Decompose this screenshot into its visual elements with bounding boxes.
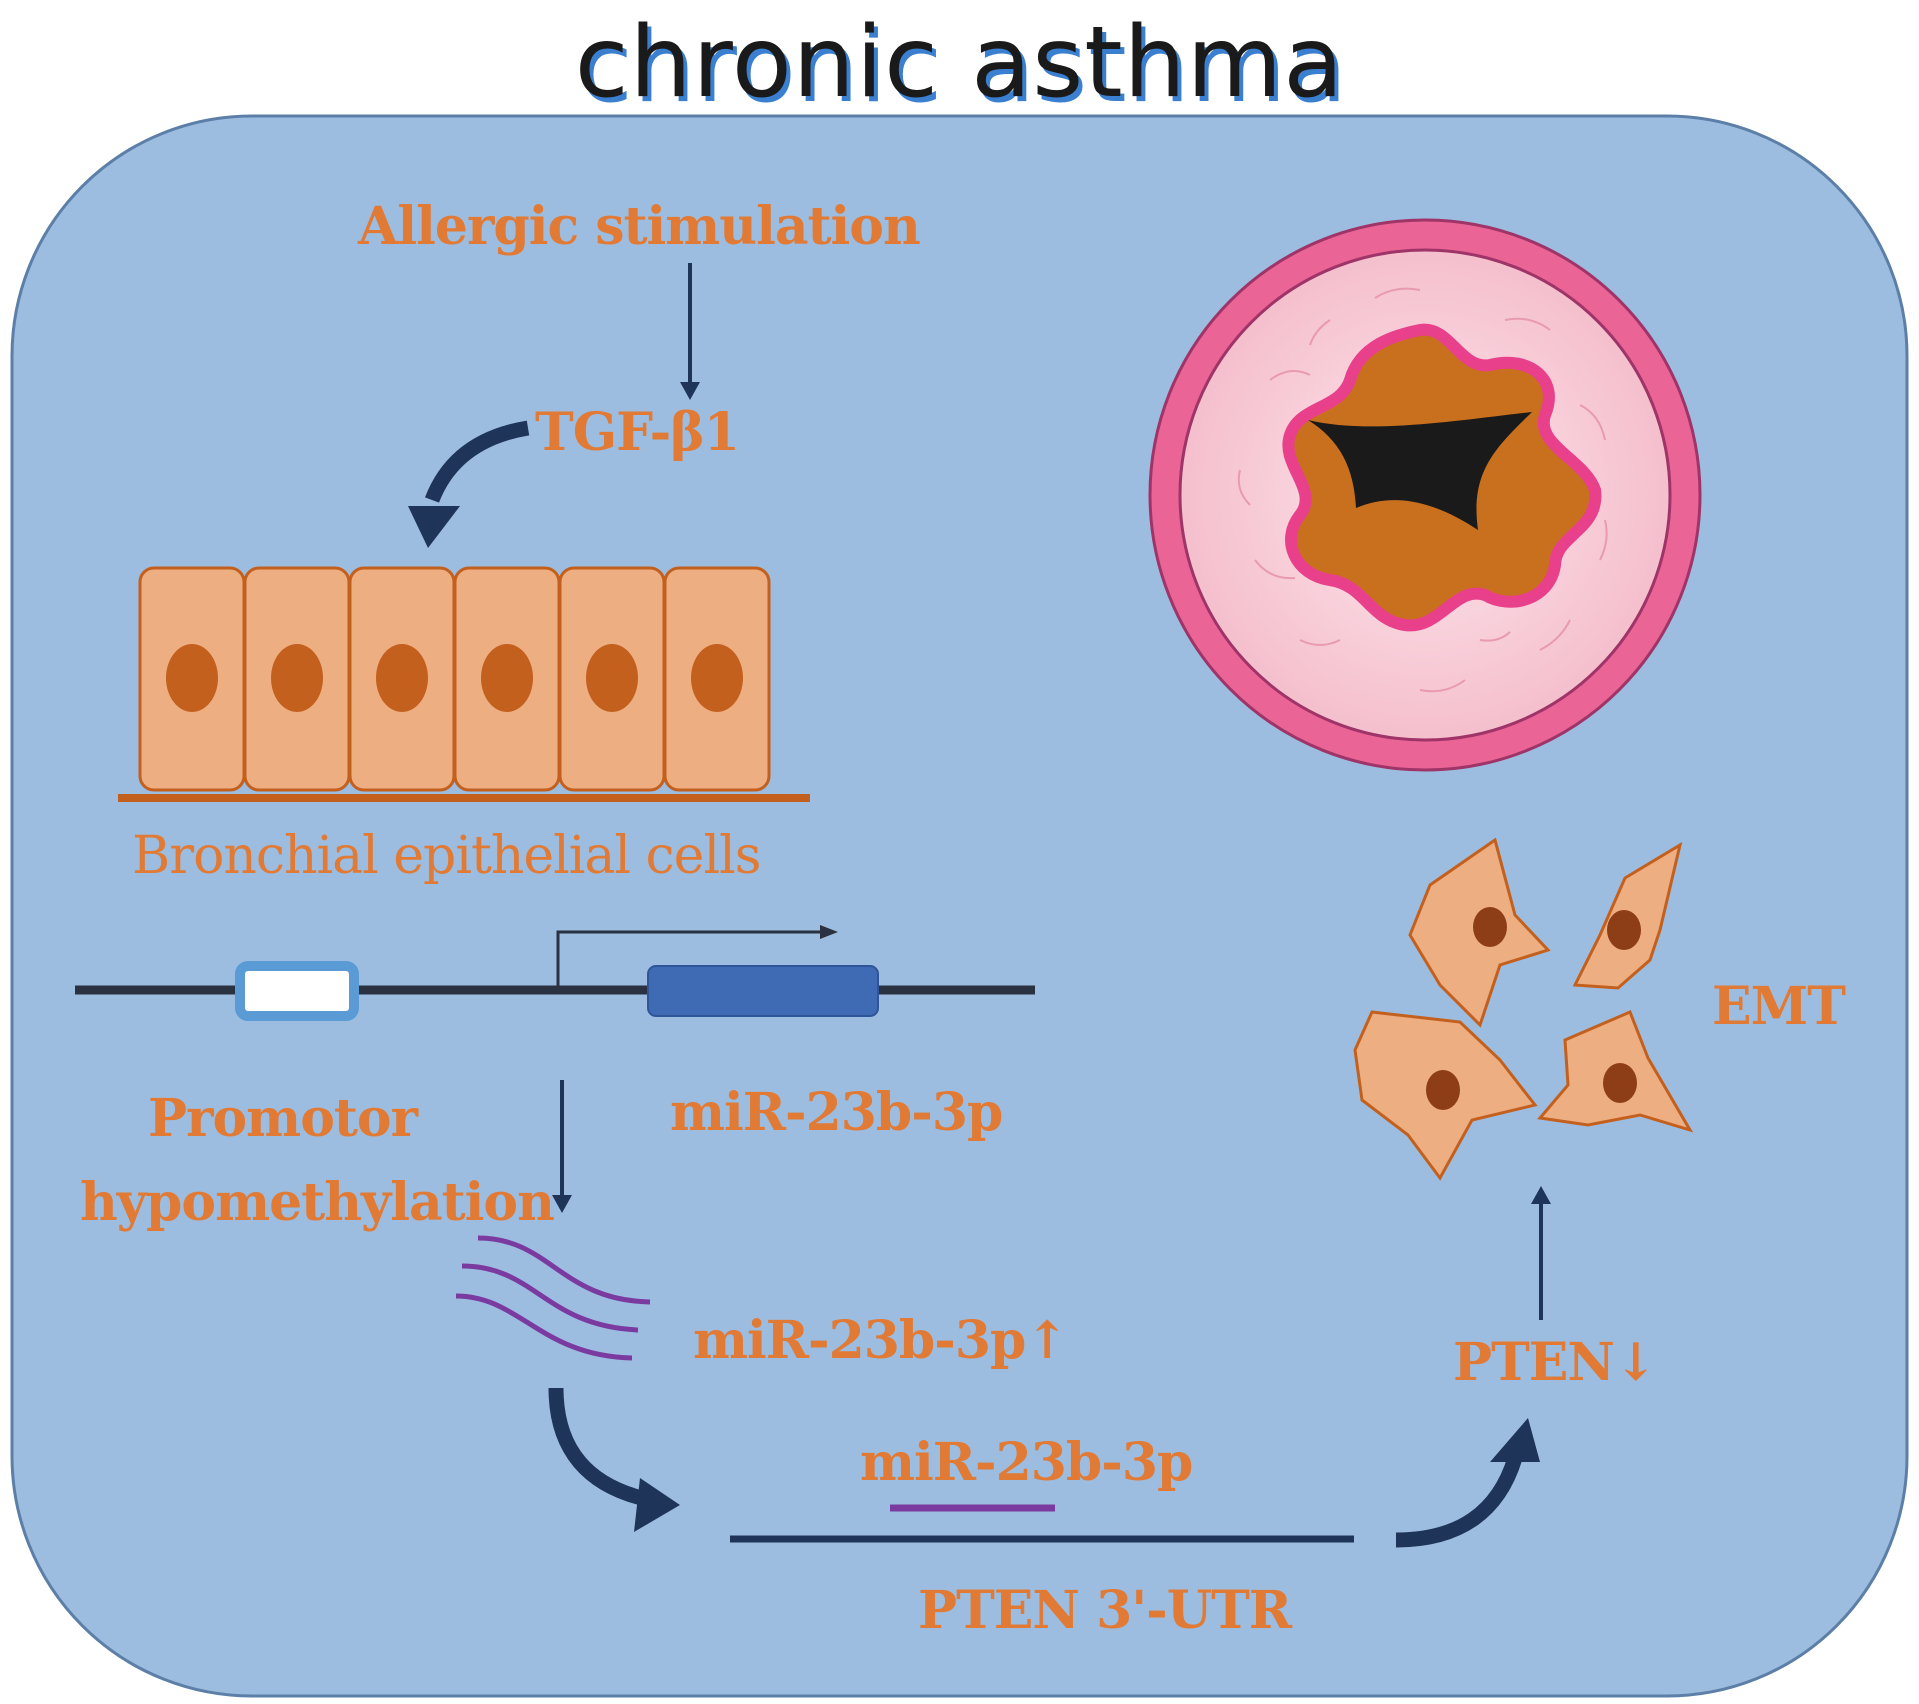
mesenchymal-cell-icon: [1353, 1010, 1538, 1181]
mir-gene-label: miR-23b-3p: [670, 1082, 1003, 1143]
pten-down-label: PTEN↓: [1453, 1332, 1658, 1393]
epithelial-cell-icon: [558, 566, 666, 792]
mesenchymal-cell-icon: [1537, 1010, 1694, 1133]
allergic-stimulation-label: Allergic stimulation: [358, 196, 921, 257]
mesenchymal-cell-icon: [1572, 841, 1683, 990]
epithelial-cells: [118, 566, 810, 802]
pten-utr-label: PTEN 3'-UTR: [918, 1580, 1292, 1641]
promotor-label: Promotor: [148, 1088, 418, 1149]
transcription-start-arrow: [556, 930, 826, 990]
mirna-to-utr-arrow: [548, 1387, 680, 1532]
gene-box: [647, 965, 879, 1017]
gene-to-mirna-arrow: [552, 1080, 572, 1213]
emt-label: EMT: [1712, 976, 1846, 1037]
utr-to-pten-arrow: [1395, 1418, 1540, 1548]
mir-upregulated-label: miR-23b-3p↑: [693, 1310, 1069, 1371]
promoter-box: [235, 961, 359, 1021]
mir-bound-label: miR-23b-3p: [860, 1432, 1193, 1493]
tgf-to-epithelium-arrow: [408, 420, 530, 548]
epithelial-cell-icon: [138, 566, 246, 792]
pten-to-emt-arrow: [1531, 1186, 1551, 1320]
epithelial-cell-icon: [348, 566, 456, 792]
mesenchymal-cells: [1353, 837, 1694, 1181]
bronchial-epithelial-cells-label: Bronchial epithelial cells: [132, 826, 761, 886]
airway-lumen: [1308, 412, 1532, 530]
diagram-title: chronic asthma: [574, 6, 1345, 120]
mesenchymal-cell-icon: [1408, 837, 1551, 1028]
epithelial-cell-icon: [663, 566, 771, 792]
allergic-to-tgf-arrow: [680, 263, 700, 400]
hypomethylation-label: hypomethylation: [80, 1172, 555, 1233]
dna-strand-icon: [75, 925, 1035, 1021]
tgf-beta1-label: TGF-β1: [535, 402, 740, 463]
airway-cross-section-icon: [1148, 218, 1702, 772]
epithelial-cell-icon: [453, 566, 561, 792]
epithelial-cell-icon: [243, 566, 351, 792]
mirna-strand-icon: [455, 1235, 651, 1361]
